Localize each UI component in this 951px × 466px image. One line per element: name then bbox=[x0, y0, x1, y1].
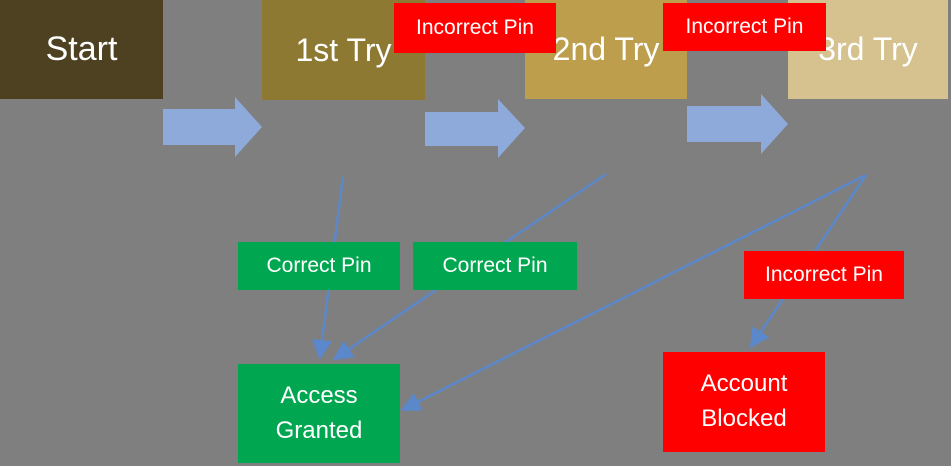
edge-label-incorrect-pin-3[interactable]: Incorrect Pin bbox=[744, 251, 904, 299]
edge-label-correct-pin-2[interactable]: Correct Pin bbox=[413, 242, 577, 290]
edge-label-incorrect-pin-1[interactable]: Incorrect Pin bbox=[394, 3, 556, 53]
node-account-blocked[interactable]: Account Blocked bbox=[663, 352, 825, 452]
edge-label-incorrect-pin-2[interactable]: Incorrect Pin bbox=[663, 3, 826, 51]
node-access-granted[interactable]: Access Granted bbox=[238, 364, 400, 463]
flow-arrow-try2-to-try3 bbox=[687, 94, 788, 154]
connector-try3-to-access-granted bbox=[400, 173, 867, 411]
flow-arrow-start-to-try1 bbox=[163, 97, 262, 157]
edge-label-correct-pin-1[interactable]: Correct Pin bbox=[238, 242, 400, 290]
flow-arrow-try1-to-try2 bbox=[425, 99, 525, 158]
node-start[interactable]: Start bbox=[0, 0, 163, 99]
